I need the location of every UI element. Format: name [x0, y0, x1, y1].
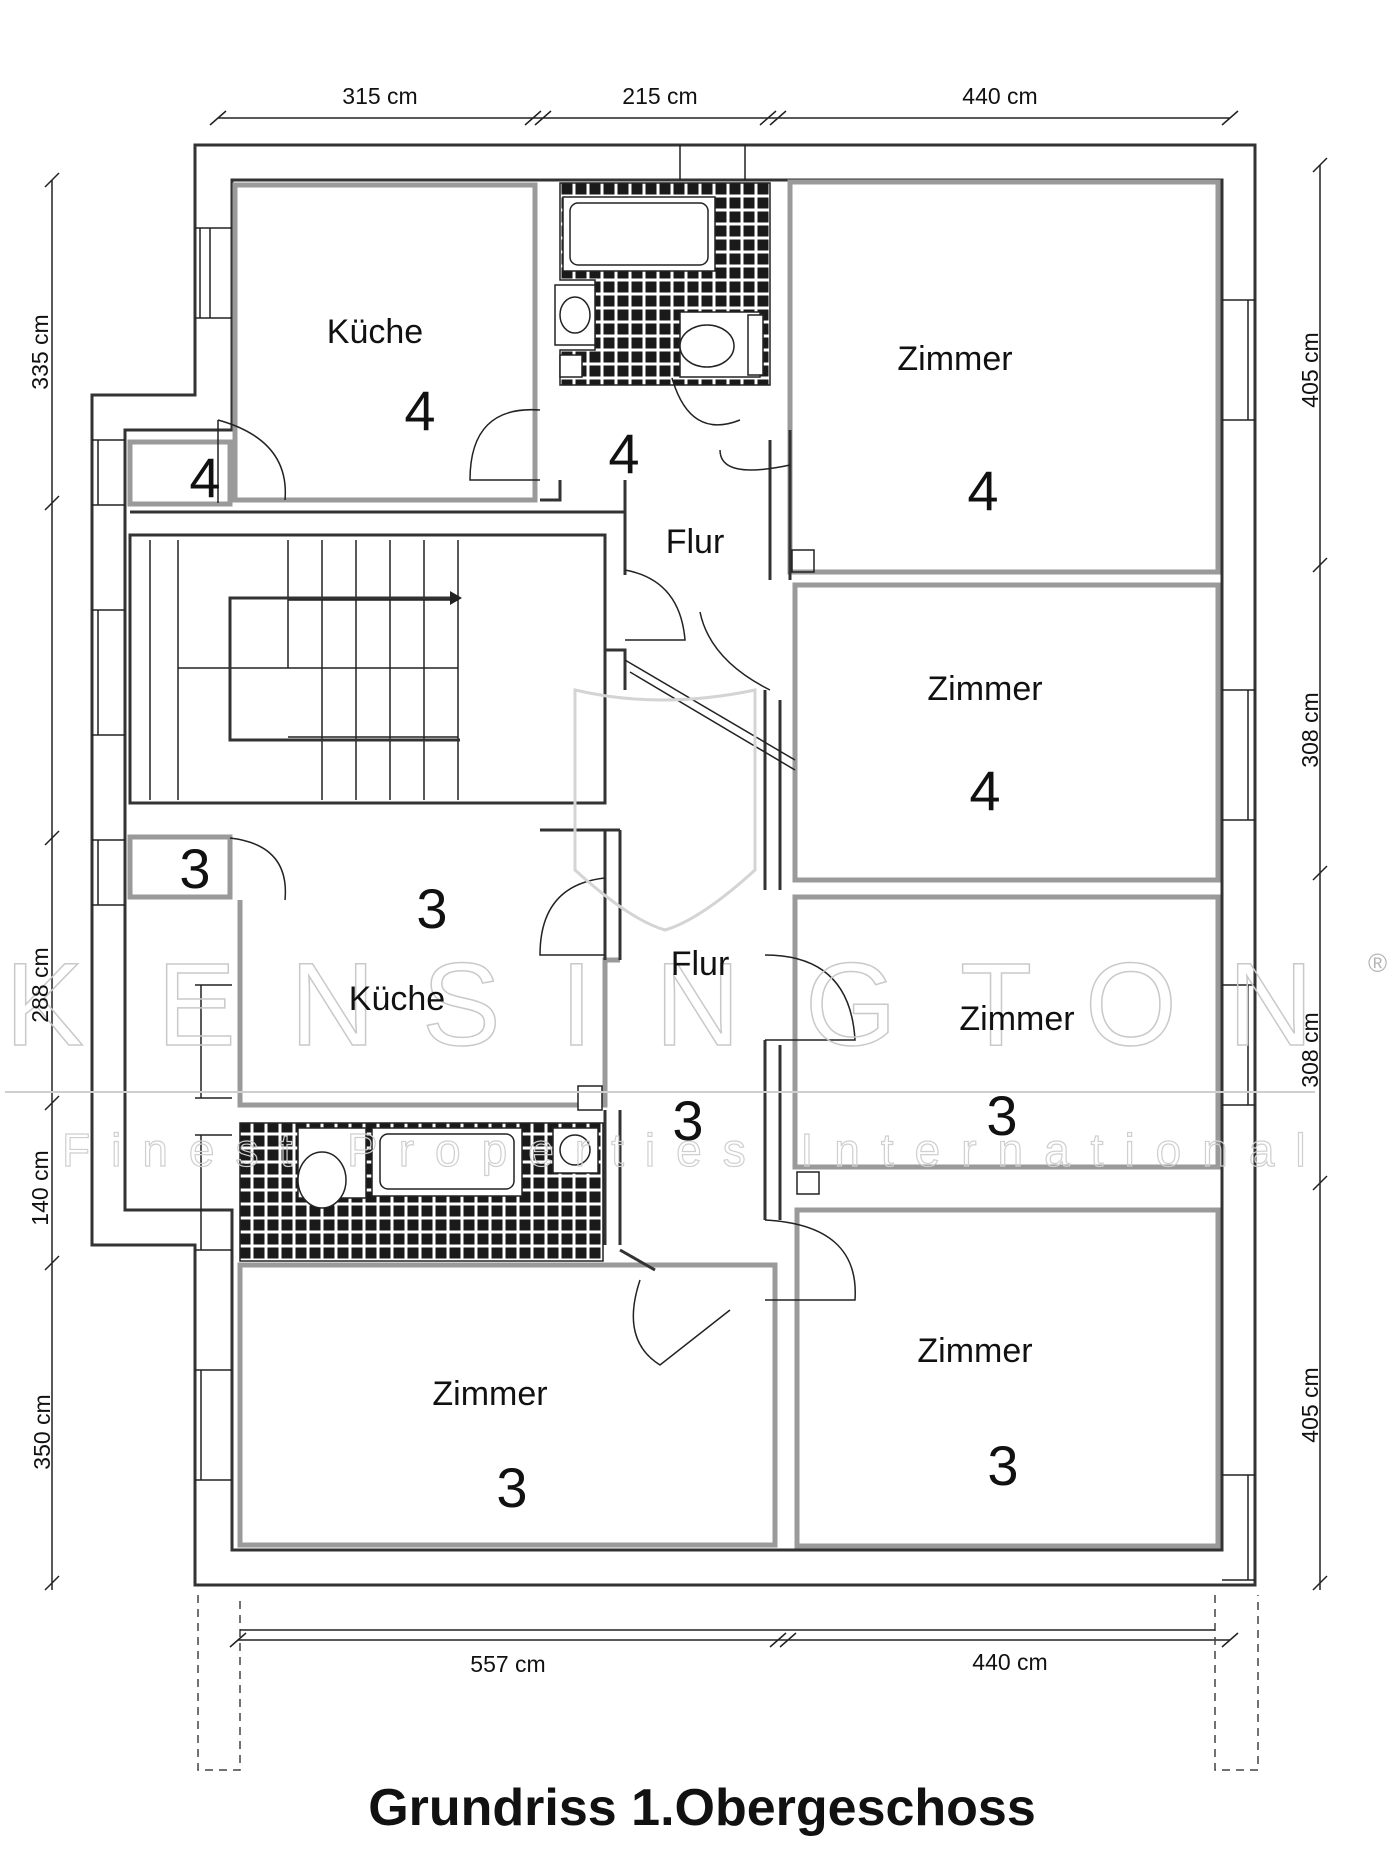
room-name-room-upper-right-top: Zimmer [897, 340, 1012, 378]
dimension-labels: 315 cm 215 cm 440 cm 557 cm 440 cm 335 c… [27, 83, 1323, 1677]
bathroom-lower [239, 1085, 604, 1262]
unit-number-pantry-lower: 3 [179, 837, 210, 900]
watermark-letter: N [1228, 939, 1313, 1071]
unit-number-room-lower-right-mid: 3 [986, 1084, 1017, 1147]
unit-number-room-upper-right-mid: 4 [969, 759, 1000, 822]
dim-right-4: 405 cm [1297, 1367, 1323, 1442]
watermark-letter: O [1085, 939, 1177, 1071]
unit-number-hall-upper-entry: 4 [608, 422, 639, 485]
staircase [149, 540, 462, 800]
room-name-hall-lower: Flur [671, 945, 730, 983]
room-labels: Küche 4 4 4 Flur Zimmer 4 Zimmer 4 3 3 K… [179, 313, 1074, 1519]
watermark-letter: N [290, 939, 375, 1071]
room-name-room-lower-right-bottom: Zimmer [917, 1332, 1032, 1370]
watermark-tagline: Finest Properties International [62, 1124, 1327, 1176]
watermark-letter: E [157, 939, 236, 1071]
room-name-kitchen-lower: Küche [349, 980, 445, 1018]
dim-right-2: 308 cm [1297, 692, 1323, 767]
room-name-room-lower-left: Zimmer [432, 1375, 547, 1413]
watermark-letter: N [655, 939, 740, 1071]
foundation-dashes [197, 1595, 1259, 1771]
dim-left-2: 288 cm [27, 947, 53, 1022]
dim-right-3: 308 cm [1297, 1012, 1323, 1087]
unit-number-room-lower-right-bottom: 3 [987, 1434, 1018, 1497]
watermark-letter: T [960, 939, 1032, 1071]
dim-bottom-1: 557 cm [470, 1651, 545, 1677]
unit-number-hall-lower: 3 [672, 1089, 703, 1152]
watermark-letter: I [560, 939, 593, 1071]
unit-number-room-upper-right-top: 4 [967, 459, 998, 522]
dim-left-4: 350 cm [29, 1394, 55, 1469]
dim-left-3: 140 cm [27, 1150, 53, 1225]
watermark-letter: S [422, 939, 501, 1071]
interior-walls [127, 179, 1221, 1549]
doors [217, 408, 856, 1366]
room-name-hall-upper: Flur [666, 523, 725, 561]
dim-left-1: 335 cm [27, 314, 53, 389]
registered-mark: ® [1368, 948, 1387, 978]
watermark: K E N S I N G T O N ® Finest Properties … [4, 688, 1387, 1177]
dimension-lines [44, 110, 1328, 1648]
dim-bottom-2: 440 cm [972, 1649, 1047, 1675]
dim-top-2: 215 cm [622, 83, 697, 109]
room-name-kitchen-upper: Küche [327, 313, 423, 351]
dim-right-1: 405 cm [1297, 332, 1323, 407]
watermark-letter: K [5, 939, 84, 1071]
dim-top-3: 440 cm [962, 83, 1037, 109]
bathroom-upper [554, 182, 771, 426]
room-name-room-lower-right-mid: Zimmer [959, 1000, 1074, 1038]
plan-title: Grundriss 1.Obergeschoss [368, 1779, 1036, 1837]
outer-walls [90, 143, 1257, 1587]
unit-number-kitchen-lower: 3 [416, 877, 447, 940]
unit-number-kitchen-upper: 4 [404, 379, 435, 442]
room-name-room-upper-right-mid: Zimmer [927, 670, 1042, 708]
shafts [791, 549, 820, 1195]
watermark-letter: G [805, 939, 897, 1071]
unit-number-room-lower-left: 3 [496, 1456, 527, 1519]
unit-number-pantry-upper: 4 [189, 446, 220, 509]
dim-top-1: 315 cm [342, 83, 417, 109]
